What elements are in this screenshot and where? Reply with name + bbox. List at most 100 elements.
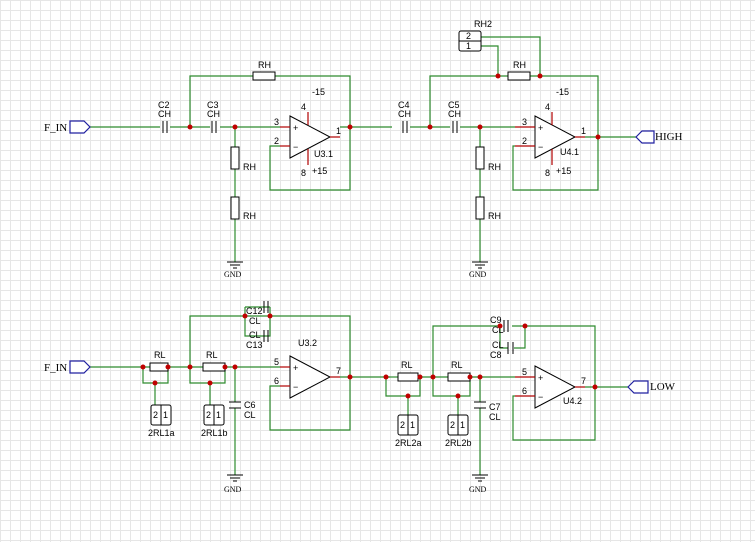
lowpass-stage-2: C9 CL CL C8 RL RL 2 1 2RL2a (383, 315, 676, 494)
opamp-u4-2[interactable]: + − 5 6 7 U4.2 (515, 365, 586, 409)
junction-dot (207, 380, 213, 386)
resistor-rl-1a[interactable]: RL (149, 350, 169, 372)
ground-symbol: GND (224, 261, 243, 279)
capacitor-c9[interactable]: C9 CL (490, 315, 509, 335)
u41-supply-bot: +15 (556, 166, 571, 176)
junction-dot (405, 393, 411, 399)
junction-dot (467, 374, 473, 380)
wire (432, 325, 500, 377)
highpass-stage-1: F_IN C2 CH C3 CH RH RH RH (44, 60, 392, 279)
u31-pin-out: 1 (336, 126, 341, 136)
wire (269, 127, 351, 191)
opamp-u3-1[interactable]: + − 3 2 1 4 8 -15 +15 U3.1 (274, 87, 341, 178)
u31-pin-minus: 2 (274, 136, 279, 146)
svg-text:−: − (293, 382, 298, 392)
u41-pin-out: 1 (581, 126, 586, 136)
rh-shunt-1b-label: RH (243, 211, 256, 221)
wire (189, 75, 253, 127)
wire (481, 36, 541, 76)
c5-value: CH (448, 109, 461, 119)
capacitor-c4[interactable]: C4 CH (398, 100, 411, 133)
svg-text:+: + (293, 363, 298, 373)
resistor-rh-shunt-1a[interactable]: RH (230, 146, 256, 172)
junction-dot (152, 380, 158, 386)
f-in-port-top[interactable] (69, 120, 91, 134)
c13-ref: C13 (246, 340, 263, 350)
rh-shunt-2b-label: RH (488, 211, 501, 221)
resistor-rh-shunt-2a[interactable]: RH (475, 146, 501, 172)
jp-2b-pin2: 2 (450, 420, 455, 430)
u42-pin-plus: 5 (522, 367, 527, 377)
junction-dot (165, 364, 171, 370)
junction-dot (140, 364, 146, 370)
ground-symbol: GND (469, 474, 488, 494)
svg-text:−: − (538, 142, 543, 152)
junction-dot (592, 384, 598, 390)
junction-dot (595, 134, 601, 140)
capacitor-c7[interactable]: C7 CL (474, 401, 501, 422)
jumper-rh2[interactable]: 2 1 RH2 (458, 19, 492, 52)
jp-1a-ref: 2RL1a (148, 428, 175, 438)
c5-ref: C5 (448, 100, 460, 110)
c6-ref: C6 (244, 400, 256, 410)
junction-dot (477, 124, 483, 130)
u31-ref: U3.1 (314, 149, 333, 159)
u41-pin-top: 4 (545, 102, 550, 112)
c8-ref: C8 (490, 350, 502, 360)
junction-dot (430, 374, 436, 380)
u31-supply-bot: +15 (312, 166, 327, 176)
resistor-rl-1b[interactable]: RL (202, 350, 226, 372)
rl-2a-label: RL (401, 360, 413, 370)
capacitor-c3[interactable]: C3 CH (207, 100, 220, 133)
f-in-port-bottom[interactable] (69, 360, 91, 374)
resistor-rh-feedback-2[interactable]: RH (507, 60, 531, 81)
jumper-2rl2b[interactable]: 2 1 2RL2b (445, 414, 472, 448)
u41-pin-minus: 2 (522, 136, 527, 146)
svg-text:+: + (538, 373, 543, 383)
opamp-u4-1[interactable]: + − 3 2 1 4 8 -15 +15 U4.1 (515, 87, 586, 178)
jp-1a-pin2: 2 (153, 410, 158, 420)
gnd-label: GND (224, 270, 242, 279)
wire (275, 75, 351, 130)
lowpass-stage-1: F_IN C12 CL CL C13 RL RL 2 1 (44, 301, 390, 494)
c9-value: CL (492, 325, 504, 335)
rl-1a-label: RL (154, 350, 166, 360)
jumper-2rl1b[interactable]: 2 1 2RL1b (201, 404, 228, 438)
capacitor-c8[interactable]: CL C8 (490, 340, 514, 360)
svg-text:+: + (538, 123, 543, 133)
junction-dot (222, 364, 228, 370)
c12-value: CL (249, 316, 261, 326)
capacitor-c6[interactable]: C6 CL (229, 400, 256, 420)
u32-pin-minus: 6 (274, 376, 279, 386)
wire (385, 377, 421, 397)
capacitor-c5[interactable]: C5 CH (448, 100, 461, 133)
jumper-2rl1a[interactable]: 2 1 2RL1a (148, 404, 175, 438)
capacitor-c2[interactable]: C2 CH (158, 100, 171, 133)
capacitor-c13[interactable]: CL C13 (246, 330, 269, 350)
opamp-u3-2[interactable]: + − 5 6 7 U3.2 (274, 338, 341, 399)
junction-dot (477, 374, 483, 380)
jp-2b-ref: 2RL2b (445, 438, 472, 448)
jp-1a-pin1: 1 (163, 410, 168, 420)
low-port[interactable] (627, 380, 649, 394)
jp-1b-pin2: 2 (206, 410, 211, 420)
resistor-rh-shunt-1b[interactable]: RH (230, 196, 256, 221)
resistor-rh-shunt-2b[interactable]: RH (475, 196, 501, 221)
u42-ref: U4.2 (563, 396, 582, 406)
jp-2a-pin2: 2 (400, 420, 405, 430)
resistor-rh-feedback-1[interactable]: RH (252, 60, 276, 81)
high-port[interactable] (635, 130, 655, 144)
u31-pin-top: 4 (301, 102, 306, 112)
c13-value: CL (249, 330, 261, 340)
capacitor-c12[interactable]: C12 CL (246, 301, 269, 326)
resistor-rl-2b[interactable]: RL (447, 360, 471, 382)
resistor-rl-2a[interactable]: RL (397, 360, 419, 382)
rh2-pin1: 1 (466, 41, 471, 51)
high-port-label: HIGH (655, 131, 683, 143)
jumper-2rl2a[interactable]: 2 1 2RL2a (395, 414, 422, 448)
junction-dot (383, 374, 389, 380)
junction-dot (522, 323, 528, 329)
rl-1b-label: RL (206, 350, 218, 360)
junction-dot (187, 124, 193, 130)
